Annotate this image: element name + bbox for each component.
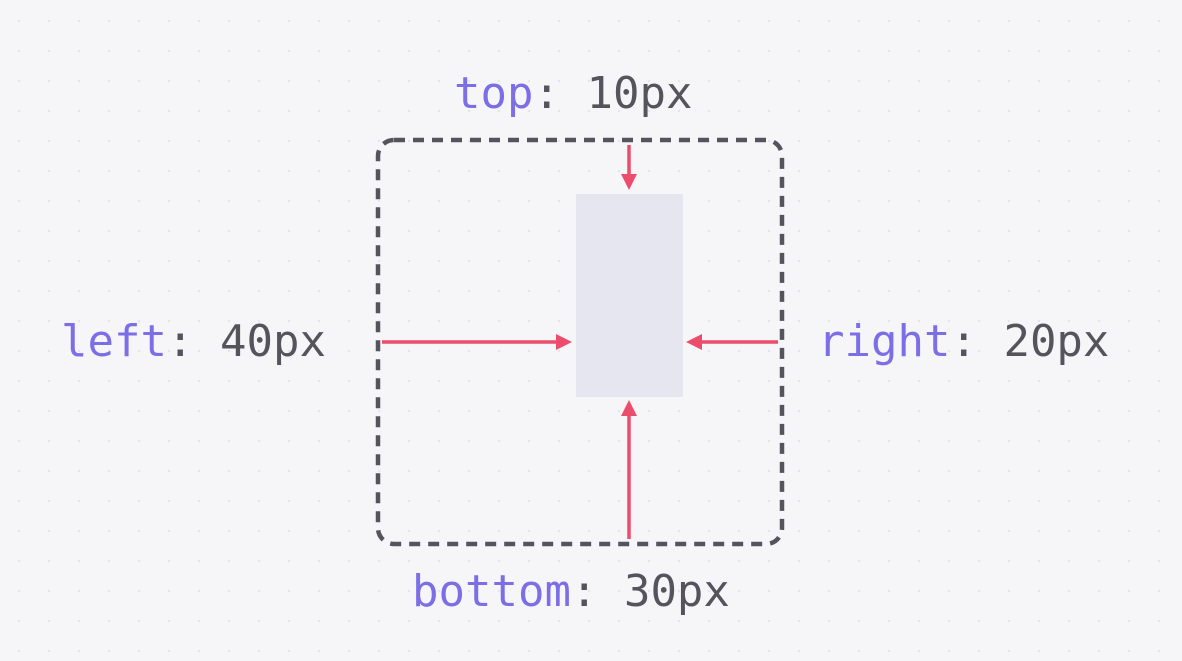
left-offset-label: left: 40px — [61, 320, 326, 364]
bottom-value: 30px — [623, 566, 730, 617]
bottom-colon: : — [570, 566, 598, 617]
top-offset-label: top: 10px — [454, 72, 692, 116]
top-property-name: top — [454, 68, 534, 119]
bottom-offset-arrow — [621, 400, 637, 539]
left-value: 40px — [219, 316, 326, 367]
left-colon: : — [166, 316, 194, 367]
right-property-name: right — [818, 316, 951, 367]
positioned-element — [576, 194, 683, 397]
top-offset-arrow — [621, 145, 637, 190]
right-colon: : — [950, 316, 977, 367]
right-offset-arrow — [686, 334, 778, 350]
left-offset-arrow — [382, 334, 572, 350]
right-value: 20px — [1003, 316, 1110, 367]
bottom-property-name: bottom — [412, 566, 571, 617]
top-colon: : — [533, 68, 560, 119]
containing-block — [375, 137, 785, 547]
right-offset-label: right: 20px — [818, 320, 1109, 364]
top-value: 10px — [586, 68, 693, 119]
bottom-offset-label: bottom: 30px — [412, 570, 730, 614]
left-property-name: left — [61, 316, 167, 367]
